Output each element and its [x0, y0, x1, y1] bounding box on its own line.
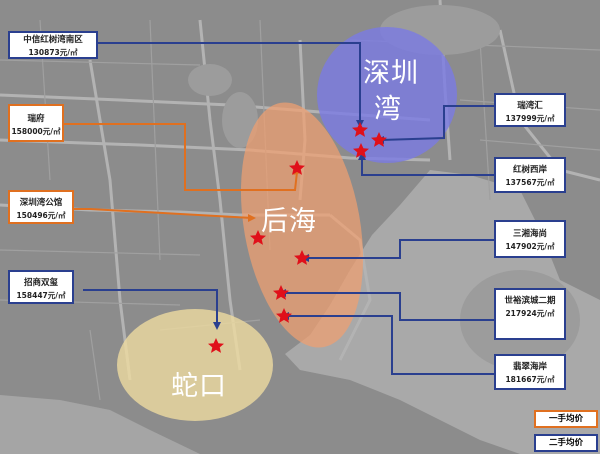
callout-shiyu[interactable]: 世裕滨城二期 217924元/㎡	[494, 288, 566, 340]
callout-zhongxin[interactable]: 中信红树湾南区 130873元/㎡	[8, 31, 98, 59]
marker-ruifu	[289, 160, 305, 175]
connector-gongguan	[74, 208, 253, 219]
callout-name: 三湘海尚	[512, 229, 547, 239]
connector-ruifu	[64, 123, 298, 191]
callout-price: 217924元/㎡	[505, 308, 555, 318]
sea-area-south	[0, 395, 200, 454]
callout-feicui[interactable]: 翡翠海岸 181667元/㎡	[494, 354, 566, 390]
callout-sanhuhaiwan[interactable]: 三湘海尚 147902元/㎡	[494, 220, 566, 258]
district-shenzhenwan-label-bottom: 湾	[374, 94, 402, 125]
legend-new-home: 一手均价	[534, 410, 598, 428]
marker-shiyu	[273, 285, 289, 300]
district-shekou-label: 蛇口	[171, 371, 227, 402]
callout-name: 招商双玺	[23, 278, 58, 288]
callout-shenzhenwan-gongguan[interactable]: 深圳湾公馆 150496元/㎡	[8, 190, 74, 224]
marker-wanhaihui	[371, 132, 387, 147]
callout-price: 158000元/㎡	[11, 126, 61, 136]
callout-ruifu[interactable]: 瑞府 158000元/㎡	[8, 104, 64, 142]
resale-connectors	[83, 42, 494, 375]
callout-price: 137999元/㎡	[505, 113, 555, 123]
shekou-zone	[117, 309, 273, 421]
marker-hongshu	[353, 143, 369, 158]
shenzhenwan-zone	[317, 27, 457, 163]
callout-name: 瑞府	[27, 114, 45, 124]
project-markers	[208, 122, 387, 353]
callout-price: 130873元/㎡	[28, 47, 78, 57]
district-houhai-label: 后海	[261, 206, 317, 237]
callout-hongshu-xian[interactable]: 红树西岸 137567元/㎡	[494, 157, 566, 193]
connector-sanhu	[305, 239, 494, 259]
callout-price: 181667元/㎡	[505, 374, 555, 384]
callout-name: 瑞湾汇	[517, 101, 543, 111]
connector-hongshu	[361, 156, 494, 176]
marker-sanhu	[294, 250, 310, 265]
callout-zhaoshang[interactable]: 招商双玺 158447元/㎡	[8, 270, 74, 304]
district-shenzhenwan-label-top: 深圳	[363, 58, 419, 89]
callout-name: 翡翠海岸	[512, 362, 547, 372]
new-connectors	[64, 123, 298, 219]
marker-feicui	[276, 308, 292, 323]
connector-wanhaihui	[379, 105, 494, 141]
callout-name: 中信红树湾南区	[23, 35, 83, 45]
callout-price: 147902元/㎡	[505, 241, 555, 251]
callout-name: 红树西岸	[512, 165, 547, 175]
callout-name: 深圳湾公馆	[19, 198, 63, 208]
connector-shiyu	[282, 292, 494, 321]
connector-zhongxin	[97, 42, 361, 124]
legend-resale: 二手均价	[534, 434, 598, 452]
callout-wanhaihui[interactable]: 瑞湾汇 137999元/㎡	[494, 93, 566, 127]
marker-gongguan	[250, 230, 266, 245]
marker-zhongxin	[352, 122, 368, 137]
callout-name: 世裕滨城二期	[504, 296, 556, 306]
marker-zhaoshang	[208, 338, 224, 353]
connector-zhaoshang	[83, 289, 218, 325]
callout-price: 137567元/㎡	[505, 177, 555, 187]
connector-feicui	[285, 315, 494, 375]
houhai-zone	[240, 102, 364, 348]
callout-price: 150496元/㎡	[16, 210, 66, 220]
callout-price: 158447元/㎡	[16, 290, 66, 300]
